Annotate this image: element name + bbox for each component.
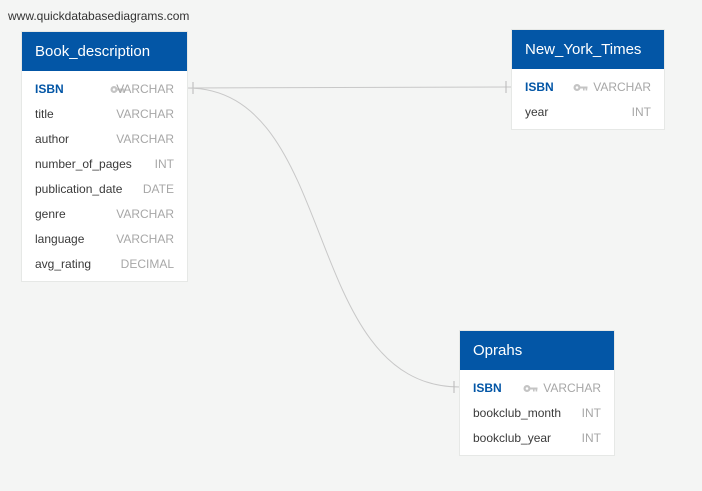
column-name: title (35, 107, 54, 121)
column-type: DATE (142, 182, 174, 196)
column-row-author[interactable]: author VARCHAR (22, 127, 187, 152)
column-name: ISBN (473, 381, 502, 395)
column-type: VARCHAR (116, 107, 174, 121)
table-oprahs[interactable]: Oprahs ISBN VARCHAR bookclub_month INT b… (460, 331, 614, 455)
column-type: DECIMAL (120, 257, 174, 271)
column-row-title[interactable]: title VARCHAR (22, 102, 187, 127)
column-row-bookclub-year[interactable]: bookclub_year INT (460, 426, 614, 451)
table-title[interactable]: Book_description (22, 32, 187, 71)
column-type: INT (154, 157, 174, 171)
column-type: INT (631, 105, 651, 119)
column-row-isbn[interactable]: ISBN VARCHAR (22, 77, 187, 102)
column-type: VARCHAR (593, 80, 651, 94)
column-type: INT (581, 406, 601, 420)
column-name: author (35, 132, 70, 146)
column-row-language[interactable]: language VARCHAR (22, 227, 187, 252)
watermark: www.quickdatabasediagrams.com (8, 9, 190, 23)
key-icon (573, 84, 588, 91)
column-type: VARCHAR (116, 82, 174, 96)
relationship-book-oprahs (186, 87, 461, 388)
column-row-number-of-pages[interactable]: number_of_pages INT (22, 152, 187, 177)
column-type: INT (581, 431, 601, 445)
column-type: VARCHAR (116, 232, 174, 246)
column-name: bookclub_month (473, 406, 562, 420)
column-row-isbn[interactable]: ISBN VARCHAR (512, 75, 664, 100)
column-name: genre (35, 207, 66, 221)
column-name: language (35, 232, 85, 246)
column-row-isbn[interactable]: ISBN VARCHAR (460, 376, 614, 401)
column-type: VARCHAR (116, 207, 174, 221)
column-row-publication-date[interactable]: publication_date DATE (22, 177, 187, 202)
table-title[interactable]: Oprahs (460, 331, 614, 370)
column-name: number_of_pages (35, 157, 132, 171)
column-name: ISBN (35, 82, 64, 96)
column-row-genre[interactable]: genre VARCHAR (22, 202, 187, 227)
table-book-description[interactable]: Book_description ISBN VARCHAR title VARC… (22, 32, 187, 281)
table-title[interactable]: New_York_Times (512, 30, 664, 69)
column-name: avg_rating (35, 257, 92, 271)
column-row-avg-rating[interactable]: avg_rating DECIMAL (22, 252, 187, 277)
column-type: VARCHAR (116, 132, 174, 146)
key-icon (110, 86, 125, 93)
column-name: year (525, 105, 549, 119)
relationship-book-nyt (186, 86, 513, 89)
column-name: ISBN (525, 80, 554, 94)
column-name: publication_date (35, 182, 123, 196)
column-type: VARCHAR (543, 381, 601, 395)
column-row-year[interactable]: year INT (512, 100, 664, 125)
column-name: bookclub_year (473, 431, 552, 445)
key-icon (523, 385, 538, 392)
table-new-york-times[interactable]: New_York_Times ISBN VARCHAR year INT (512, 30, 664, 129)
column-row-bookclub-month[interactable]: bookclub_month INT (460, 401, 614, 426)
